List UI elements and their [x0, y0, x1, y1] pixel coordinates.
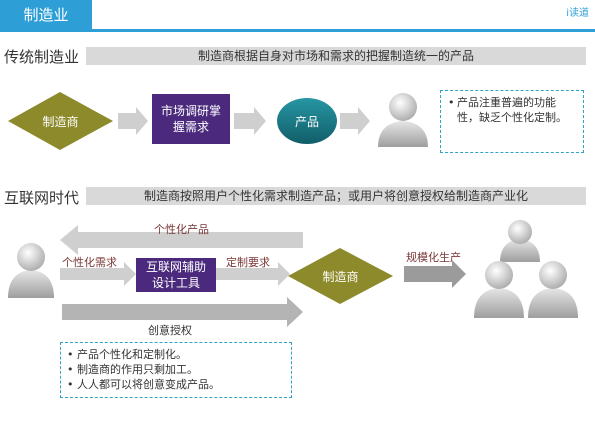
manufacturer-label-2: 制造商	[322, 270, 359, 284]
arrow-personal-product	[60, 225, 303, 255]
bullet-icon: •	[67, 363, 74, 376]
note-item: •产品个性化和定制化。	[67, 347, 285, 362]
traditional-banner: 制造商根据自身对市场和需求的把握制造统一的产品	[86, 47, 586, 65]
internet-note: •产品个性化和定制化。 •制造商的作用只剩加工。 •人人都可以将创意变成产品。	[60, 342, 292, 398]
bullet-icon: •	[67, 378, 74, 391]
header-divider	[0, 29, 595, 32]
traditional-note: • 产品注重普遍的功能性，缺乏个性化定制。	[440, 90, 584, 153]
design-tool-box: 互联网辅助设计工具	[136, 258, 216, 292]
bullet-icon: •	[67, 348, 74, 361]
product-circle	[277, 98, 337, 144]
label-personal-product: 个性化产品	[154, 223, 209, 236]
market-research-box: 市场调研掌握需求	[152, 94, 230, 144]
arrow-mass	[404, 260, 466, 288]
brand-logo: i读道	[566, 8, 589, 19]
user-icon-1	[378, 93, 428, 147]
label-mass-production: 规模化生产	[406, 251, 461, 264]
arrow-demand	[60, 262, 136, 286]
note-text: 产品个性化和定制化。	[77, 348, 187, 361]
user-icon-2	[8, 243, 54, 298]
manufacturer-diamond-2	[288, 248, 393, 304]
page-title: 制造业	[0, 0, 92, 30]
bullet-icon: •	[448, 96, 455, 109]
flow-arrow-2	[234, 107, 266, 135]
manufacturer-label-1: 制造商	[42, 115, 79, 129]
label-personal-demand: 个性化需求	[62, 256, 117, 269]
traditional-note-text: 产品注重普遍的功能性，缺乏个性化定制。	[457, 96, 567, 124]
manufacturer-diamond-1	[8, 92, 113, 150]
section-title-internet: 互联网时代	[4, 189, 80, 207]
note-text: 人人都可以将创意变成产品。	[77, 378, 220, 391]
note-item: •制造商的作用只剩加工。	[67, 362, 285, 377]
note-item: •人人都可以将创意变成产品。	[67, 377, 285, 392]
section-title-traditional: 传统制造业	[4, 48, 80, 66]
users-group-icon	[474, 220, 578, 318]
arrow-custom	[216, 262, 290, 286]
note-text: 制造商的作用只剩加工。	[77, 363, 198, 376]
flow-arrow-1	[118, 107, 148, 135]
flow-arrow-3	[340, 107, 370, 135]
internet-banner: 制造商按照用户个性化需求制造产品；或用户将创意授权给制造商产业化	[86, 187, 586, 205]
product-label: 产品	[294, 115, 319, 129]
label-custom-requirement: 定制要求	[226, 256, 270, 269]
label-license: 创意授权	[148, 324, 192, 337]
arrow-license	[62, 297, 303, 327]
